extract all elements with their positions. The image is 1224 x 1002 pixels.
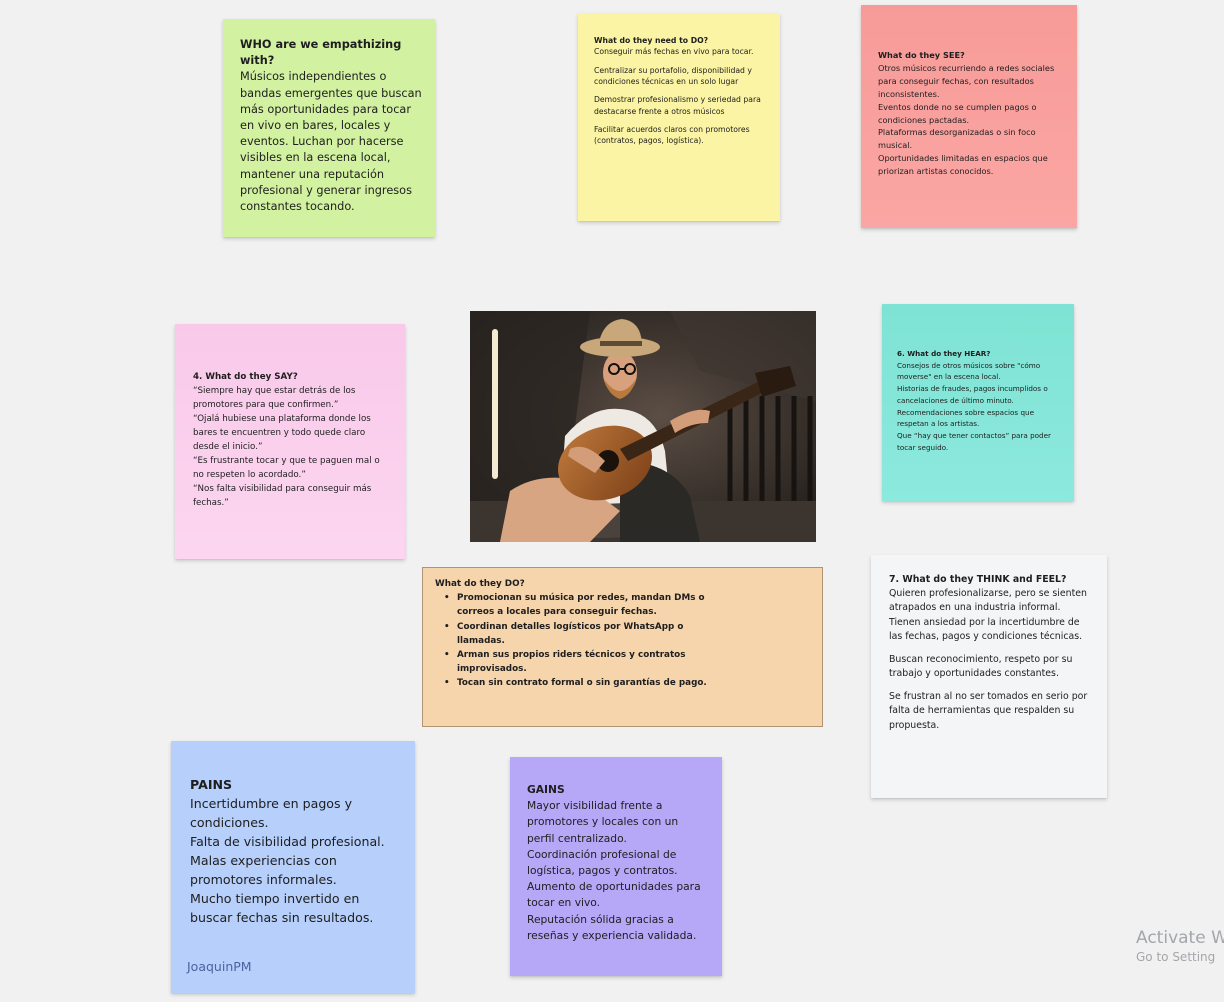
note-body: Músicos independientes o bandas emergent… (240, 70, 422, 214)
list-item: Coordinan detalles logísticos por WhatsA… (444, 620, 725, 648)
note-line: Mucho tiempo invertido en buscar fechas … (190, 891, 374, 925)
note-title: PAINS (190, 777, 233, 792)
sticky-note-say[interactable]: 4. What do they SAY? “Siempre hay que es… (175, 324, 405, 559)
note-line: Falta de visibilidad profesional. (190, 834, 385, 849)
note-line: Que “hay que tener contactos” para poder… (897, 430, 1051, 452)
list-item: Arman sus propios riders técnicos y cont… (444, 648, 725, 676)
note-line: Historias de fraudes, pagos incumplidos … (897, 384, 1048, 405)
note-line: Consejos de otros músicos sobre "cómo mo… (897, 360, 1041, 382)
note-quote: “Ojalá hubiese una plataforma donde los … (193, 414, 371, 452)
note-title: What do they DO? (435, 579, 525, 589)
note-bullet-list: Promocionan su música por redes, mandan … (435, 591, 725, 691)
note-line: Plataformas desorganizadas o sin foco mu… (878, 127, 1036, 151)
sticky-note-gains[interactable]: GAINS Mayor visibilidad frente a promoto… (510, 757, 722, 976)
note-title: 6. What do they HEAR? (897, 349, 991, 358)
note-line: Eventos donde no se cumplen pagos o cond… (878, 101, 1037, 125)
sticky-note-need-to-do[interactable]: What do they need to DO? Conseguir más f… (578, 13, 780, 221)
sticky-note-see[interactable]: What do they SEE? Otros músicos recurrie… (861, 5, 1077, 228)
note-title: GAINS (527, 783, 565, 796)
list-item: Promocionan su música por redes, mandan … (444, 591, 725, 619)
note-paragraph: Centralizar su portafolio, disponibilida… (594, 65, 752, 86)
note-line: Malas experiencias con promotores inform… (190, 853, 337, 887)
windows-activation-watermark: Activate W Go to Setting (1136, 927, 1224, 965)
note-line: Incertidumbre en pagos y condiciones. (190, 796, 353, 830)
note-line: Mayor visibilidad frente a promotores y … (527, 799, 679, 845)
note-author: JoaquinPM (187, 959, 252, 974)
note-line: Reputación sólida gracias a reseñas y ex… (527, 912, 697, 942)
watermark-title: Activate W (1136, 928, 1224, 948)
note-quote: “Siempre hay que estar detrás de los pro… (193, 386, 356, 410)
note-line: Tienen ansiedad por la incertidumbre de … (889, 616, 1083, 642)
guitarist-photo[interactable] (470, 311, 816, 542)
sticky-note-pains[interactable]: PAINS Incertidumbre en pagos y condicion… (171, 741, 415, 993)
note-paragraph: Se frustran al no ser tomados en serio p… (889, 691, 1088, 731)
sticky-note-think-feel[interactable]: 7. What do they THINK and FEEL? Quieren … (871, 555, 1107, 798)
note-title: 7. What do they THINK and FEEL? (889, 574, 1067, 585)
sticky-note-does[interactable]: What do they DO? Promocionan su música p… (422, 567, 823, 727)
note-line: Aumento de oportunidades para tocar en v… (527, 880, 701, 910)
note-paragraph: Facilitar acuerdos claros con promotores… (594, 125, 750, 146)
note-title: What do they need to DO? (594, 36, 709, 45)
note-line: Coordinación profesional de logística, p… (527, 847, 678, 878)
watermark-subtitle: Go to Setting (1136, 950, 1216, 964)
note-quote: “Nos falta visibilidad para conseguir má… (193, 484, 372, 508)
note-paragraph: Buscan reconocimiento, respeto por su tr… (889, 653, 1073, 680)
note-title: What do they SEE? (878, 50, 965, 60)
sticky-note-hear[interactable]: 6. What do they HEAR? Consejos de otros … (882, 304, 1074, 501)
note-line: Oportunidades limitadas en espacios que … (878, 153, 1048, 177)
note-title: 4. What do they SAY? (193, 372, 298, 382)
note-line: Recomendaciones sobre espacios que respe… (897, 407, 1034, 429)
note-line: Otros músicos recurriendo a redes social… (878, 62, 1055, 99)
note-title: WHO are we empathizing with? (240, 38, 402, 68)
sticky-note-who[interactable]: WHO are we empathizing with? Músicos ind… (223, 19, 435, 237)
list-item: Tocan sin contrato formal o sin garantía… (444, 676, 725, 690)
note-paragraph: Conseguir más fechas en vivo para tocar. (594, 47, 754, 57)
note-paragraph: Demostrar profesionalismo y seriedad par… (594, 95, 761, 116)
note-line: Quieren profesionalizarse, pero se sient… (889, 588, 1087, 614)
guitarist-illustration (470, 311, 816, 542)
note-quote: “Es frustrante tocar y que te paguen mal… (193, 456, 380, 480)
